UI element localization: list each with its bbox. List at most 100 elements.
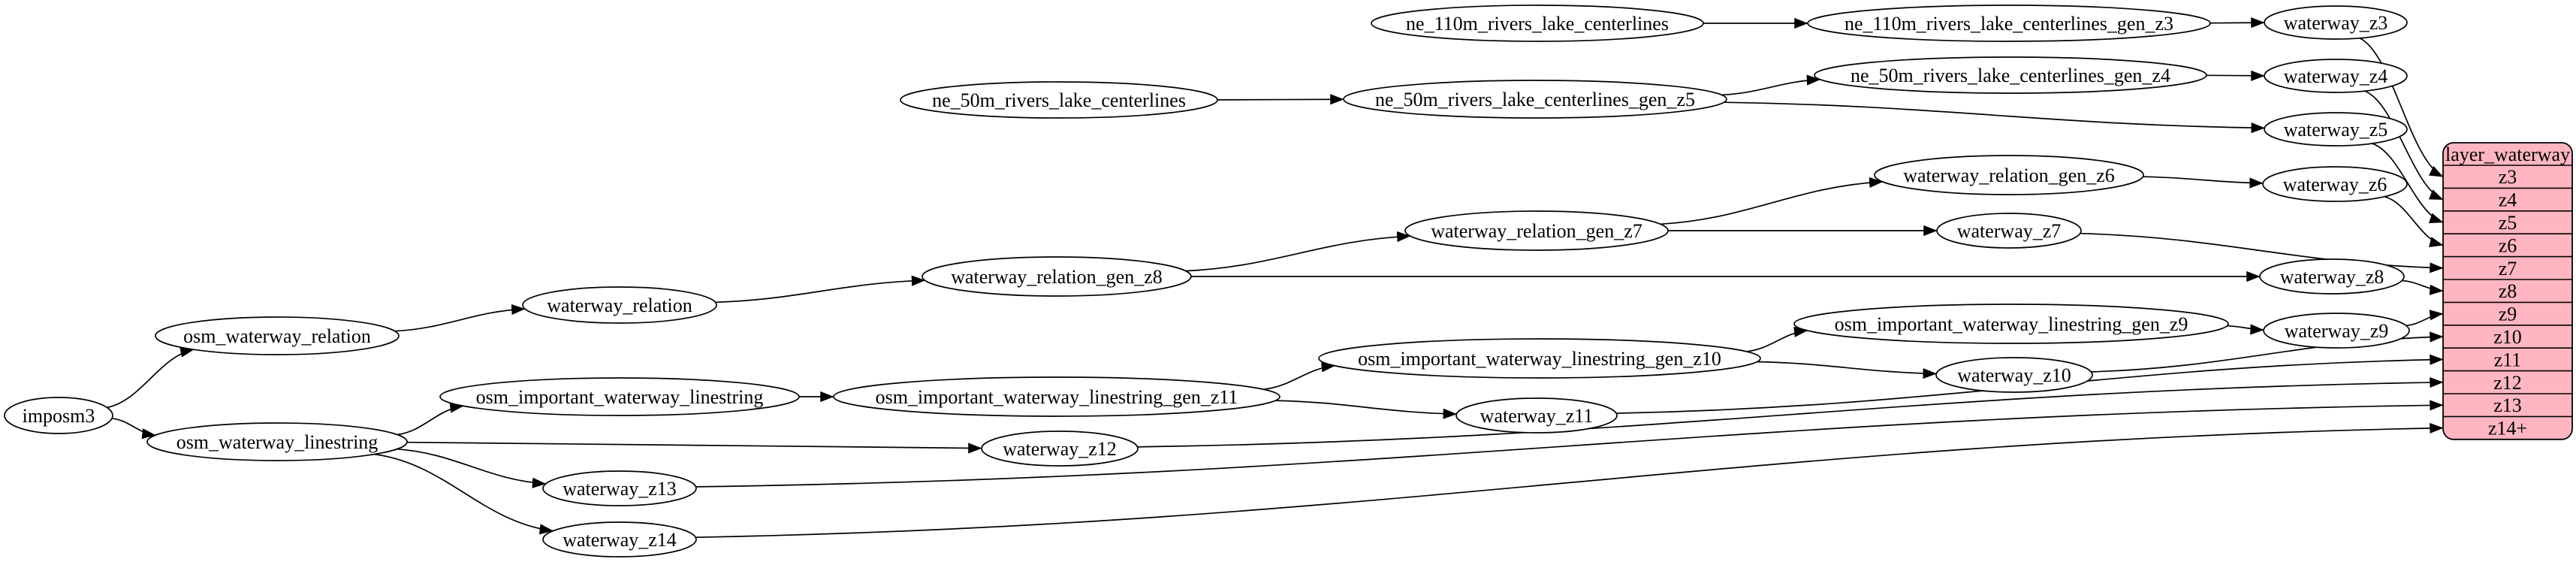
node-label: osm_important_waterway_linestring_gen_z9 [1835, 313, 2188, 335]
edge-waterway_z9-to-layer_waterway-z9 [2406, 310, 2444, 327]
nodes-layer: imposm3 osm_waterway_relation osm_waterway… [4, 5, 2410, 557]
edge-osm_waterway_linestring-to-waterway_z13 [397, 448, 547, 488]
node-label: waterway_z13 [563, 478, 677, 500]
table-row-label-z10: z10 [2493, 326, 2522, 348]
node-waterway_z6: waterway_z6 [2262, 166, 2408, 202]
node-label: waterway_relation_gen_z6 [1903, 165, 2115, 186]
node-ellipse [542, 521, 697, 557]
table-row-label-z11: z11 [2494, 349, 2522, 370]
node-label: ne_110m_rivers_lake_centerlines [1406, 13, 1669, 35]
node-label: osm_important_waterway_linestring [476, 386, 764, 408]
node-label: waterway_z3 [2284, 12, 2388, 34]
node-osm_important_waterway_linestring_gen_z9: osm_important_waterway_linestring_gen_z9 [1793, 304, 2229, 344]
node-label: waterway_relation_gen_z7 [1431, 220, 1642, 242]
node-waterway_relation_gen_z6: waterway_relation_gen_z6 [1874, 155, 2144, 195]
node-label: waterway_z14 [563, 529, 677, 551]
node-ne_50m_rivers_lake_centerlines_gen_z5: ne_50m_rivers_lake_centerlines_gen_z5 [1343, 80, 1727, 119]
table-row-label-z12: z12 [2493, 372, 2522, 394]
node-ellipse [2264, 112, 2408, 147]
node-ellipse [1814, 56, 2207, 94]
edge-osm_waterway_linestring-to-osm_important_waterway_linestring [397, 402, 464, 436]
node-waterway_z3: waterway_z3 [2264, 5, 2408, 40]
node-osm_important_waterway_linestring_gen_z10: osm_important_waterway_linestring_gen_z1… [1318, 338, 1761, 379]
table-row-label-z7: z7 [2499, 258, 2517, 279]
node-waterway_z10: waterway_z10 [1935, 357, 2093, 393]
table-outline [2442, 142, 2573, 440]
node-waterway_z13: waterway_z13 [542, 470, 697, 506]
node-ellipse [542, 470, 697, 506]
edge-waterway_relation_gen_z7-to-waterway_relation_gen_z6 [1660, 177, 1884, 225]
node-label: osm_important_waterway_linestring_gen_z1… [876, 386, 1238, 408]
table-row-label-z5: z5 [2499, 212, 2517, 234]
edge-osm_important_waterway_linestring_gen_z11-to-osm_important_waterway_linestring_gen_z10 [1262, 361, 1335, 391]
node-ellipse [4, 397, 113, 434]
node-waterway_z4: waterway_z4 [2264, 59, 2408, 93]
edges-layer [107, 17, 2444, 539]
node-ellipse [2262, 166, 2408, 202]
edge-ne_50m_rivers_lake_centerlines-to-ne_50m_rivers_lake_centerlines_gen_z5 [1217, 94, 1344, 105]
node-ellipse [1455, 397, 1618, 434]
node-ellipse [1404, 210, 1669, 251]
node-waterway_z7: waterway_z7 [1936, 213, 2082, 249]
edge-waterway_relation_gen_z8-to-waterway_relation_gen_z7 [1185, 231, 1411, 272]
node-label: waterway_z7 [1957, 220, 2062, 242]
layer-waterway-table: layer_waterwayz3z4z5z6z7z8z9z10z11z12z13… [2442, 142, 2573, 440]
node-ellipse [981, 431, 1139, 467]
edge-waterway_z14-to-layer_waterway-z14+ [695, 422, 2444, 539]
node-label: waterway_relation_gen_z8 [951, 266, 1163, 288]
node-osm_waterway_linestring: osm_waterway_linestring [146, 422, 408, 461]
node-ellipse [155, 316, 400, 355]
node-ne_110m_rivers_lake_centerlines_gen_z3: ne_110m_rivers_lake_centerlines_gen_z3 [1807, 5, 2211, 42]
edge-osm_important_waterway_linestring_gen_z10-to-waterway_z10 [1757, 361, 1937, 379]
node-ellipse [1343, 80, 1727, 119]
node-label: waterway_z6 [2283, 174, 2387, 195]
node-ellipse [922, 256, 1192, 297]
node-ellipse [1371, 5, 1704, 42]
node-label: osm_waterway_relation [183, 325, 371, 347]
node-label: waterway_z10 [1957, 364, 2071, 386]
node-ellipse [1935, 357, 2093, 393]
node-osm_important_waterway_linestring_gen_z11: osm_important_waterway_linestring_gen_z1… [833, 376, 1280, 417]
table-row-label-z9: z9 [2499, 304, 2517, 325]
node-waterway_z12: waterway_z12 [981, 431, 1139, 467]
node-ellipse [1318, 338, 1761, 379]
edge-osm_important_waterway_linestring_gen_z10-to-osm_important_waterway_linestring_gen_z9 [1746, 326, 1808, 352]
node-waterway_z11: waterway_z11 [1455, 397, 1618, 434]
node-label: waterway_z12 [1003, 438, 1117, 460]
table-row-label-z8: z8 [2499, 280, 2517, 302]
edge-ne_50m_rivers_lake_centerlines_gen_z5-to-waterway_z5 [1724, 101, 2265, 134]
node-ellipse [1793, 304, 2229, 344]
node-ellipse [2263, 313, 2410, 349]
edge-waterway_z6-to-layer_waterway-z6 [2384, 195, 2444, 247]
node-label: waterway_relation [547, 295, 692, 316]
node-label: osm_important_waterway_linestring_gen_z1… [1358, 348, 1721, 370]
node-ellipse [833, 376, 1280, 417]
node-waterway_z14: waterway_z14 [542, 521, 697, 557]
node-ellipse [439, 377, 800, 416]
node-label: ne_50m_rivers_lake_centerlines [932, 89, 1186, 111]
edge-waterway_relation_gen_z6-to-waterway_z6 [2143, 176, 2264, 189]
node-label: waterway_z11 [1480, 405, 1594, 427]
table-row-label-z3: z3 [2499, 166, 2517, 188]
node-waterway_relation_gen_z7: waterway_relation_gen_z7 [1404, 210, 1669, 251]
edge-waterway_z3-to-layer_waterway-z3 [2359, 37, 2444, 177]
edge-waterway_z5-to-layer_waterway-z5 [2372, 143, 2444, 224]
node-ellipse [1874, 155, 2144, 195]
edge-imposm3-to-osm_waterway_relation [107, 346, 195, 409]
node-label: waterway_z5 [2284, 119, 2388, 140]
edge-waterway_z7-to-layer_waterway-z7 [2080, 232, 2444, 273]
node-label: imposm3 [23, 405, 95, 427]
table-row-label-z13: z13 [2493, 394, 2522, 416]
node-ellipse [146, 422, 408, 461]
table-row-label-z14+: z14+ [2488, 418, 2527, 440]
node-ne_50m_rivers_lake_centerlines_gen_z4: ne_50m_rivers_lake_centerlines_gen_z4 [1814, 56, 2207, 94]
node-ne_110m_rivers_lake_centerlines: ne_110m_rivers_lake_centerlines [1371, 5, 1704, 42]
edge-waterway_z8-to-layer_waterway-z8 [2402, 279, 2444, 295]
node-label: waterway_z4 [2284, 65, 2388, 87]
node-waterway_relation_gen_z8: waterway_relation_gen_z8 [922, 256, 1192, 297]
node-ne_50m_rivers_lake_centerlines: ne_50m_rivers_lake_centerlines [900, 81, 1218, 119]
edge-imposm3-to-osm_waterway_linestring [112, 417, 156, 440]
table-layer: layer_waterwayz3z4z5z6z7z8z9z10z11z12z13… [2442, 142, 2573, 440]
node-waterway_z8: waterway_z8 [2259, 258, 2405, 295]
